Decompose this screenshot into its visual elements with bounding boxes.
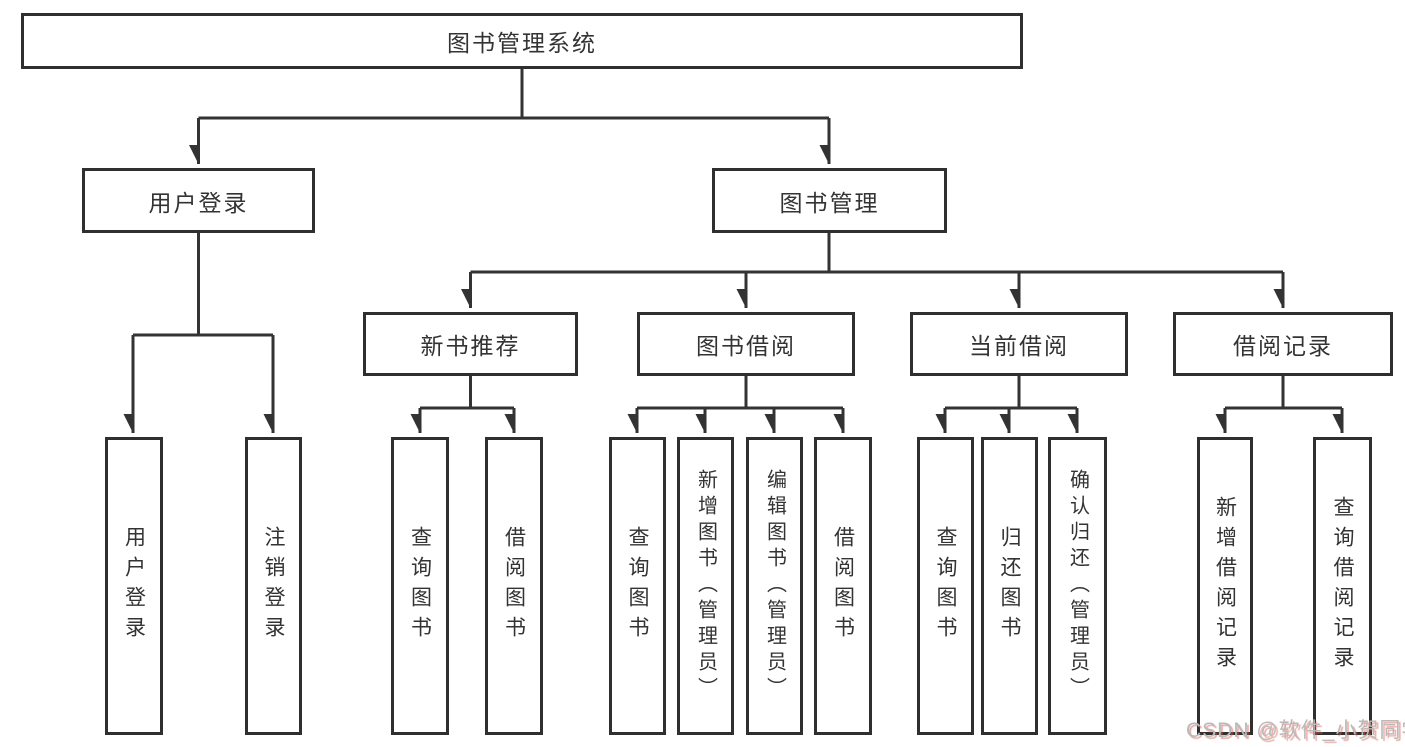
leaf-label: 查询图书 [934, 526, 957, 646]
leaf-label: 查询图书 [626, 526, 649, 646]
node-label: 用户登录 [148, 189, 249, 216]
leaf-label: 用户登录 [122, 526, 146, 646]
node-label: 借阅记录 [1233, 333, 1333, 359]
leaf-borrow-book-recommend: 借阅图书 [485, 437, 543, 735]
leaf-add-borrow-record: 新增借阅记录 [1197, 437, 1253, 735]
leaf-confirm-return-admin: 确认归还（管理员） [1048, 437, 1107, 735]
node-label: 图书管理系统 [447, 30, 597, 56]
node-label: 图书借阅 [696, 333, 796, 359]
leaf-query-book-borrow: 查询图书 [609, 437, 666, 735]
leaf-label: 注销登录 [262, 526, 285, 646]
node-user-login: 用户登录 [82, 168, 315, 233]
node-current-borrow: 当前借阅 [910, 312, 1128, 376]
leaf-label: 编辑图书（管理员） [763, 469, 786, 703]
leaf-label: 借阅图书 [502, 526, 526, 646]
leaf-user-login: 用户登录 [105, 437, 163, 735]
leaf-query-book-current: 查询图书 [917, 437, 974, 735]
leaf-label: 查询图书 [408, 526, 432, 646]
leaf-logout-login: 注销登录 [245, 437, 302, 735]
node-label: 当前借阅 [969, 333, 1069, 359]
leaf-add-book-admin: 新增图书（管理员） [677, 437, 734, 735]
node-book-borrow: 图书借阅 [637, 312, 855, 376]
leaf-label: 新增图书（管理员） [694, 469, 717, 703]
leaf-label: 新增借阅记录 [1213, 496, 1237, 676]
leaf-label: 确认归还（管理员） [1066, 469, 1089, 703]
node-borrow-records: 借阅记录 [1173, 312, 1393, 376]
csdn-watermark: CSDN @软件_小贺同学 [1186, 719, 1405, 742]
leaf-label: 归还图书 [998, 526, 1021, 646]
node-book-management: 图书管理 [712, 168, 947, 233]
leaf-return-book: 归还图书 [981, 437, 1038, 735]
leaf-query-borrow-record: 查询借阅记录 [1313, 437, 1372, 735]
leaf-query-book-recommend: 查询图书 [391, 437, 449, 735]
node-label: 新书推荐 [420, 333, 521, 359]
leaf-edit-book-admin: 编辑图书（管理员） [746, 437, 803, 735]
leaf-borrow-book: 借阅图书 [814, 437, 872, 735]
node-new-book-recommend: 新书推荐 [363, 312, 578, 376]
leaf-label: 查询借阅记录 [1331, 496, 1354, 676]
node-label: 图书管理 [779, 189, 880, 216]
node-library-management-system: 图书管理系统 [21, 13, 1023, 69]
leaf-label: 借阅图书 [831, 526, 855, 646]
